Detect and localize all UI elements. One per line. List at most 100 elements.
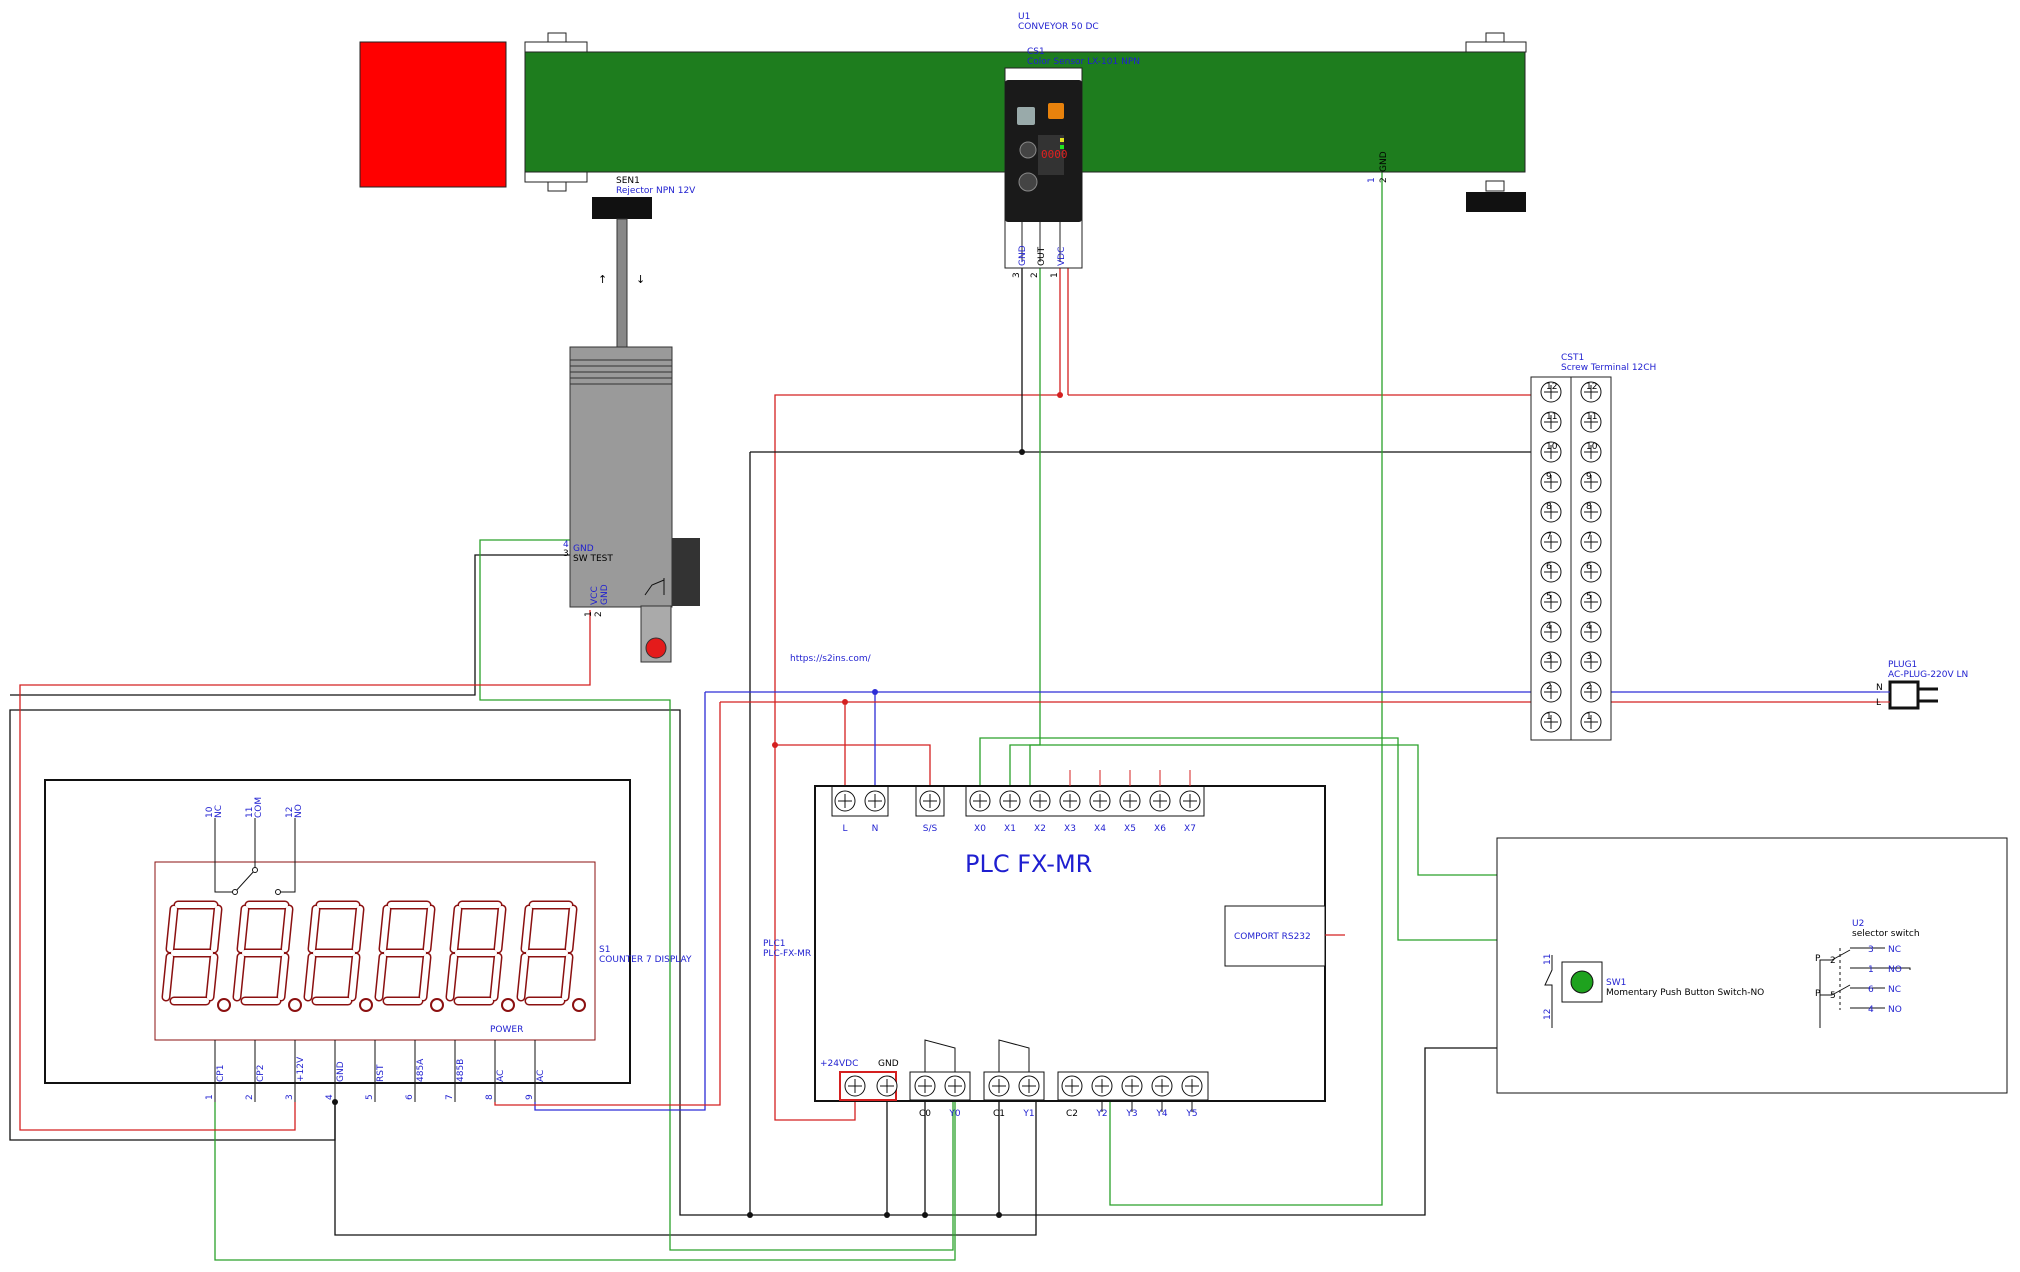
digit-segment-fill <box>380 906 390 952</box>
rej-pin4-name: GND <box>573 544 594 554</box>
digit-segment-fill <box>518 954 528 1000</box>
plug-ref: PLUG1 <box>1888 660 1917 670</box>
terminal-left-number: 4 <box>1546 622 1552 632</box>
color-sensor: 0000 CS1 Color Sensor LX-101 NPN 3 GND 2… <box>1004 47 1140 278</box>
relay-pin-name: NO <box>294 804 304 818</box>
plc-ln-block <box>831 785 889 817</box>
conveyor-pin-gnd: GND <box>1379 151 1389 172</box>
plc-terminal-label: Y4 <box>1155 1109 1167 1119</box>
conveyor: U1 CONVEYOR 50 DC 1 2 GND <box>359 12 1527 212</box>
relay-pin-number: 10 <box>205 806 215 818</box>
website-link[interactable]: https://s2ins.com/ <box>790 654 872 664</box>
terminal-left-number: 2 <box>1546 682 1552 692</box>
counter-pin-name: AC <box>496 1070 506 1082</box>
counter-pin-name: 485A <box>416 1058 426 1082</box>
terminal-right-number: 6 <box>1586 562 1592 572</box>
plug-pin-n: N <box>1876 683 1883 693</box>
sel-c6-name: NC <box>1888 985 1901 995</box>
counter-pin-number: 8 <box>485 1094 495 1100</box>
digit-segment-fill <box>424 906 434 952</box>
rejector-name: Rejector NPN 12V <box>616 186 696 196</box>
plc-terminal-label: Y1 <box>1022 1109 1034 1119</box>
svg-text:0000: 0000 <box>1041 148 1068 161</box>
terminal-left-number: 9 <box>1546 472 1552 482</box>
plug-pin-l: L <box>1876 698 1881 708</box>
arrow-down-icon: ↓ <box>636 273 645 286</box>
push-button[interactable] <box>1570 970 1594 994</box>
terminal-right-number: 11 <box>1586 412 1597 422</box>
cs-pin2-num: 2 <box>1030 272 1040 278</box>
terminal-right-number: 1 <box>1586 712 1592 722</box>
plc-ss-block <box>915 785 945 817</box>
terminal-right-number: 3 <box>1586 652 1592 662</box>
digit-segment-fill <box>207 954 217 1000</box>
counter-pin-number: 3 <box>285 1094 295 1100</box>
rej-pin1-name: VCC <box>590 586 600 605</box>
relay-pin-name: COM <box>254 797 264 818</box>
terminal-right-number: 12 <box>1586 382 1597 392</box>
plc-terminal-label: X0 <box>974 824 986 834</box>
plc-terminal-label: S/S <box>923 824 938 834</box>
digit-segment-fill <box>495 906 505 952</box>
terminal-right-number: 10 <box>1586 442 1598 452</box>
rej-pin3-num: 3 <box>563 549 569 559</box>
comport <box>1224 905 1326 967</box>
rej-pin3-name: SW TEST <box>573 554 613 564</box>
counter-pin-name: RST <box>376 1064 386 1082</box>
digit-segment-fill <box>234 954 244 1000</box>
plc-title: PLC FX-MR <box>965 850 1092 878</box>
conveyor-pin-1: 1 <box>1367 177 1377 183</box>
decimal-point <box>217 998 231 1012</box>
counter-pin-name: +12V <box>296 1056 306 1082</box>
digit-segment-fill <box>566 906 576 952</box>
switch-panel: 11 12 SW1 Momentary Push Button Switch-N… <box>1496 837 2008 1094</box>
selector-p2: P <box>1815 989 1821 999</box>
plc-terminal-label: Y3 <box>1125 1109 1137 1119</box>
decimal-point <box>501 998 515 1012</box>
sw1-pin-11: 11 <box>1543 954 1553 965</box>
plc-terminal-label: C0 <box>919 1109 931 1119</box>
digit-segment-fill <box>491 954 501 1000</box>
terminal-left-number: 8 <box>1546 502 1552 512</box>
plc-terminal-label: Y5 <box>1185 1109 1197 1119</box>
decimal-point <box>359 998 373 1012</box>
plug-name: AC-PLUG-220V LN <box>1888 670 1968 680</box>
counter-pin-number: 9 <box>525 1094 535 1100</box>
cs-pin3-name: GND <box>1018 245 1028 266</box>
rejector-test-button[interactable] <box>645 637 667 659</box>
counter-pin-name: CP2 <box>256 1065 266 1082</box>
color-sensor-name: Color Sensor LX-101 NPN <box>1027 57 1140 67</box>
digit-segment-fill <box>353 906 363 952</box>
counter-pin-name: AC <box>536 1070 546 1082</box>
conveyor-ref: U1 <box>1018 12 1030 22</box>
rej-pin2-num: 2 <box>594 611 604 617</box>
digit-segment-fill <box>238 906 248 952</box>
cs-pin1-name: VDC <box>1057 247 1067 266</box>
plc-y1-block <box>983 1071 1045 1101</box>
sel-c3-name: NC <box>1888 945 1901 955</box>
digit-segment-fill <box>211 906 221 952</box>
digit-segment-fill <box>163 954 173 1000</box>
ac-plug: PLUG1 AC-PLUG-220V LN N L <box>1876 660 1968 710</box>
sel-c3-num: 3 <box>1868 945 1874 955</box>
terminal-left-number: 5 <box>1546 592 1552 602</box>
digit-segment-fill <box>167 906 177 952</box>
cs-pin2-name: OUT <box>1037 246 1047 266</box>
terminal-right-number: 9 <box>1586 472 1592 482</box>
counter-pin-number: 5 <box>365 1094 375 1100</box>
sel-c4-num: 4 <box>1868 1005 1874 1015</box>
sel-c1-num: 1 <box>1868 965 1874 975</box>
terminal-right-number: 8 <box>1586 502 1592 512</box>
counter-pin-number: 7 <box>445 1094 455 1100</box>
digit-segment-fill <box>349 954 359 1000</box>
plc: PLC FX-MR COMPORT RS232 PLC1 PLC-FX-MR L… <box>763 770 1345 1119</box>
plc-gnd-label: GND <box>878 1059 899 1069</box>
terminal-right-number: 4 <box>1586 622 1592 632</box>
digit-segment-fill <box>282 906 292 952</box>
terminal-right-number: 2 <box>1586 682 1592 692</box>
relay-pin-number: 11 <box>245 807 255 818</box>
sw1-pin-12: 12 <box>1543 1009 1553 1020</box>
